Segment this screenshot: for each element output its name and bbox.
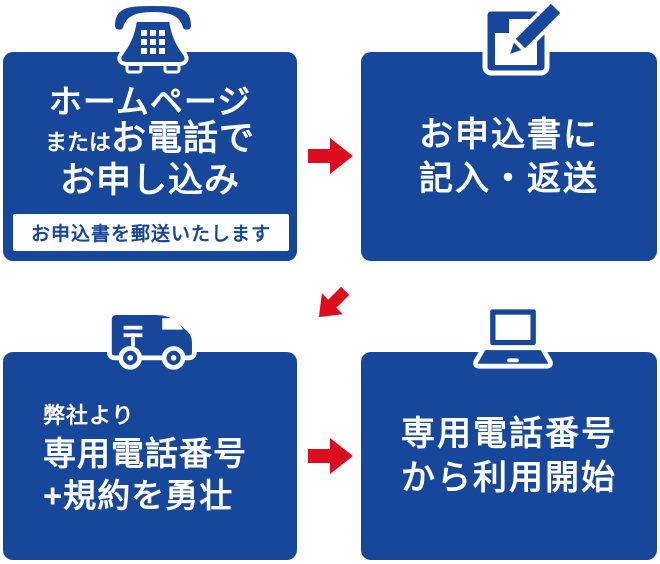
step1-title-line2-small: または — [44, 130, 111, 155]
step-box-send-number: 弊社より 専用電話番号 +規約を勇壮 — [3, 352, 297, 560]
step4-line1: 専用電話番号 — [401, 415, 617, 453]
mailing-note: お申込書を郵送いたします — [13, 214, 289, 251]
step3-line-small: 弊社より — [43, 403, 135, 428]
postal-mark — [123, 325, 143, 347]
step1-title-line2: またはお電話で — [3, 120, 297, 162]
step3-line1: 専用電話番号 — [43, 435, 247, 472]
step2-line2: 記入・返送 — [419, 159, 599, 198]
step3-line2: +規約を勇壮 — [43, 477, 234, 514]
step1-title-line1: ホームページ — [48, 83, 252, 120]
step1-title-line3: お申し込み — [59, 161, 240, 200]
pen-document-icon — [473, 0, 565, 86]
step-box-start-use: 専用電話番号 から利用開始 — [361, 352, 657, 560]
step-box-apply: ホームページ またはお電話で お申し込み お申込書を郵送いたします — [3, 52, 297, 261]
telephone-icon — [103, 2, 203, 83]
arrow-right-step1-step2-icon — [308, 137, 354, 180]
step-box-fill-return: お申込書に 記入・返送 — [361, 52, 657, 261]
step2-line1: お申込書に — [419, 115, 599, 154]
delivery-truck-icon — [100, 305, 200, 378]
arrow-right-step3-step4-icon — [308, 437, 354, 480]
step1-title-line2-large: お電話で — [111, 119, 256, 158]
step4-line2: から利用開始 — [401, 459, 617, 497]
arrow-down-left-step2-step3-icon — [303, 276, 356, 329]
mailing-note-text: お申込書を郵送いたします — [30, 224, 271, 245]
laptop-icon — [468, 303, 558, 378]
